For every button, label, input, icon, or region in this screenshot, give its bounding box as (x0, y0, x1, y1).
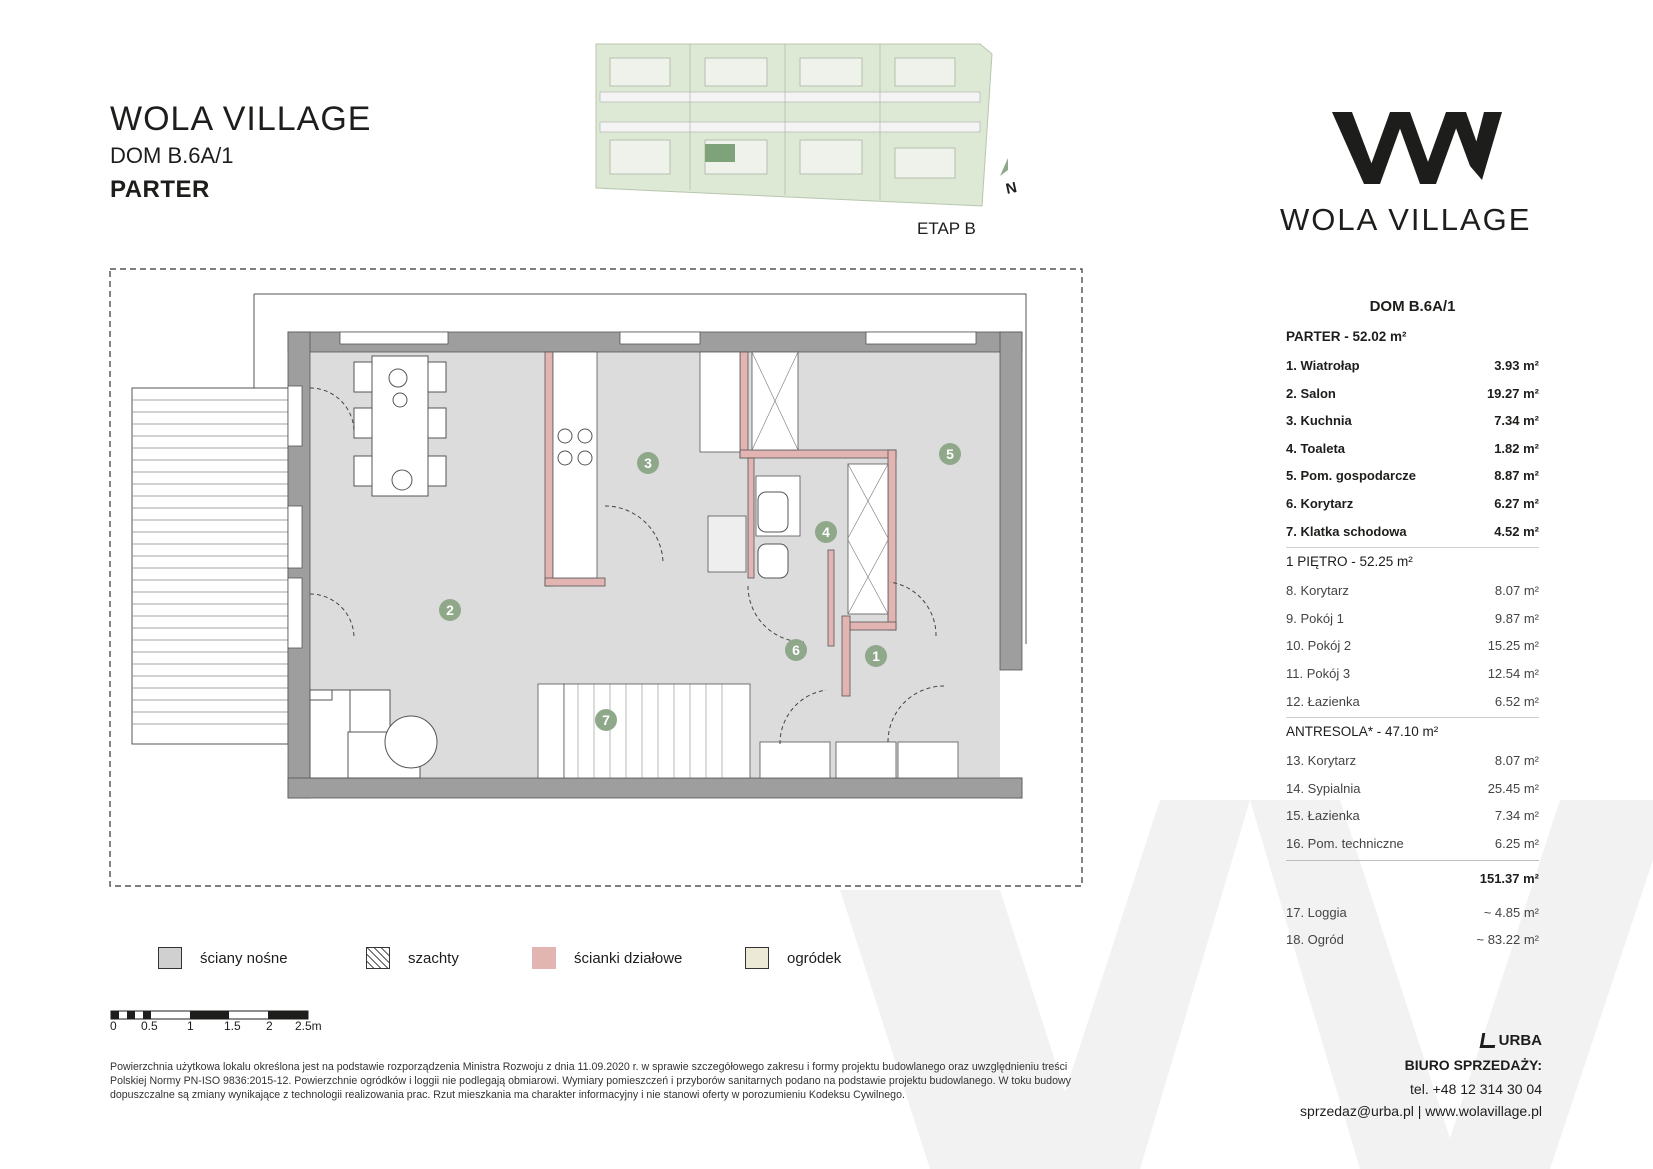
room-number: 4 (822, 524, 830, 540)
urba-logo-icon (1479, 1033, 1497, 1048)
site-plan (595, 43, 1008, 207)
table-row: 17. Loggia~ 4.85 m² (1286, 904, 1539, 920)
room-number: 6 (792, 642, 800, 658)
north-arrow-icon (1000, 158, 1008, 176)
section-title: PARTER - 52.02 m² (1286, 329, 1407, 344)
legend-item: ogródek (745, 947, 841, 969)
room-number: 5 (946, 446, 954, 462)
scale-label: 0 (110, 1019, 117, 1033)
section-title: 1 PIĘTRO - 52.25 m² (1286, 554, 1413, 570)
divider (1286, 717, 1539, 719)
scale-bar (110, 1010, 309, 1020)
room-number: 7 (602, 712, 610, 728)
scale-label: 1.5 (224, 1019, 241, 1033)
floor-plan: 1 2 3 4 5 6 7 (109, 268, 1083, 887)
room-number: 2 (446, 602, 454, 618)
house-id: DOM B.6A/1 (110, 143, 234, 168)
page-title: WOLA VILLAGE (110, 100, 372, 138)
logo-text: WOLA VILLAGE (1280, 202, 1532, 237)
contact-links[interactable]: sprzedaz@urba.pl | www.wolavillage.pl (1300, 1103, 1542, 1119)
room-number: 3 (644, 455, 652, 471)
legend-item: ściany nośne (158, 947, 288, 969)
room-number: 1 (872, 648, 880, 664)
section-title: ANTRESOLA* - 47.10 m² (1286, 724, 1439, 740)
scale-label: 2 (266, 1019, 273, 1033)
disclaimer-text: Powierzchnia użytkowa lokalu określona j… (110, 1061, 1071, 1101)
phone-number[interactable]: tel. +48 12 314 30 04 (1410, 1081, 1542, 1097)
divider (1286, 859, 1539, 861)
legend-swatch (745, 947, 769, 969)
site-plan-label: ETAP B (917, 219, 976, 238)
legend-swatch-hatch (366, 947, 390, 969)
wv-logo-icon (1332, 112, 1502, 184)
legend-swatch (532, 947, 556, 969)
legend-item: ścianki działowe (532, 947, 682, 969)
scale-label: 0.5 (141, 1019, 158, 1033)
total-area: 151.37 m² (1479, 870, 1539, 886)
scale-label: 2.5m (295, 1019, 322, 1033)
urba-brand: URBA (1479, 1032, 1542, 1049)
table-row: 18. Ogród~ 83.22 m² (1286, 932, 1539, 948)
floor-level: PARTER (110, 176, 210, 203)
area-table: DOM B.6A/1 PARTER - 52.02 m² 1. Wiatroła… (1286, 298, 1539, 954)
legend-swatch (158, 947, 182, 969)
table-heading: DOM B.6A/1 (1369, 298, 1456, 315)
legend-item: szachty (366, 947, 459, 969)
scale-label: 1 (187, 1019, 194, 1033)
divider (1286, 547, 1539, 549)
sales-office-label: BIURO SPRZEDAŻY: (1404, 1057, 1542, 1073)
